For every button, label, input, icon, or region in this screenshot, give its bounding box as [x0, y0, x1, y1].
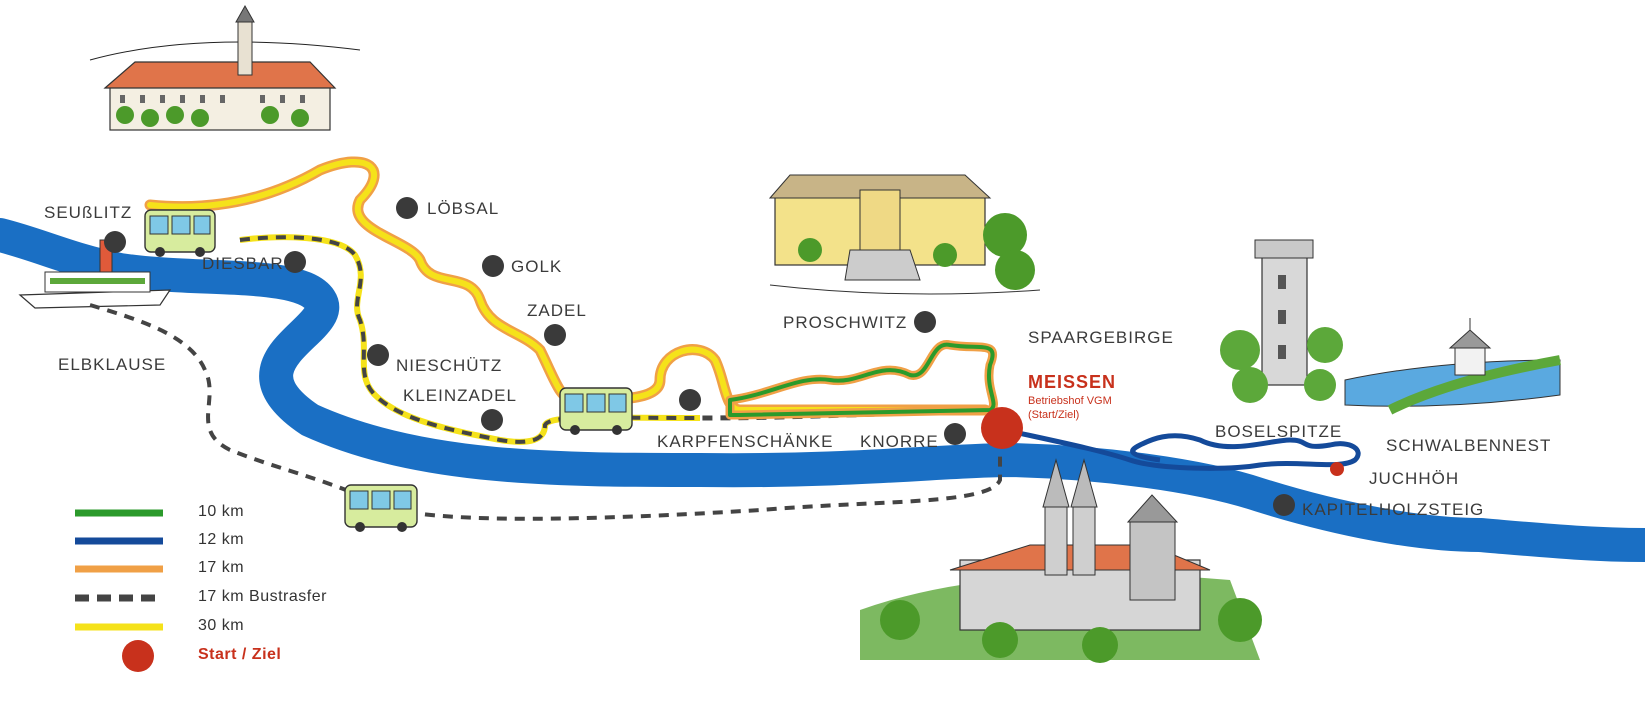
label-diesbar: DIESBAR — [202, 254, 284, 273]
cathedral-icon — [860, 458, 1262, 663]
palace-icon — [768, 174, 1041, 295]
label-loebsal: LÖBSAL — [427, 199, 500, 218]
label-spaargebirge: SPAARGEBIRGE — [1028, 328, 1174, 347]
bus-icon — [144, 209, 216, 257]
label-seusslitz: SEUßLITZ — [44, 203, 133, 222]
label-golk: GOLK — [511, 257, 563, 276]
marker-knorre — [944, 423, 966, 445]
legend-item-10km: 10 km — [198, 503, 245, 520]
marker-diesbar — [284, 251, 306, 273]
label-kleinzadel: KLEINZADEL — [403, 386, 517, 405]
marker-proschwitz — [914, 311, 936, 333]
chapel-icon — [1344, 318, 1561, 415]
marker-kapitelholzsteig — [1273, 494, 1295, 516]
legend-swatches — [75, 509, 163, 672]
route-12km — [1004, 427, 1361, 471]
label-kapitelholzsteig: KAPITELHOLZSTEIG — [1302, 500, 1485, 519]
bus-icon — [344, 484, 418, 532]
route-10km — [725, 340, 998, 420]
marker-seusslitz — [104, 231, 126, 253]
label-elbklause: ELBKLAUSE — [58, 355, 167, 374]
legend-item-start: Start / Ziel — [198, 646, 282, 663]
label-meissen-start: (Start/Ziel) — [1028, 409, 1080, 421]
label-proschwitz: PROSCHWITZ — [783, 313, 908, 332]
label-juchhoeh: JUCHHÖH — [1369, 469, 1460, 488]
label-meissen-depot: Betriebshof VGM — [1028, 395, 1112, 407]
label-meissen: MEISSEN — [1028, 372, 1117, 392]
location-markers — [104, 197, 1295, 516]
castle-icon — [89, 4, 361, 131]
bus-icon — [559, 387, 633, 435]
legend-item-17km: 17 km — [198, 559, 245, 576]
label-knorre: KNORRE — [860, 432, 939, 451]
marker-kleinzadel — [481, 409, 503, 431]
label-boselspitze: BOSELSPITZE — [1215, 422, 1343, 441]
elbe-river — [0, 218, 1645, 562]
tower-icon — [1220, 239, 1343, 403]
marker-karpfenschaenke — [679, 389, 701, 411]
legend-item-bus-transfer: 17 km Bustrasfer — [198, 588, 327, 605]
legend-item-12km: 12 km — [198, 531, 245, 548]
marker-zadel — [544, 324, 566, 346]
start-marker-meissen — [981, 407, 1023, 449]
label-schwalbennest: SCHWALBENNEST — [1386, 436, 1552, 455]
marker-nieschuetz — [367, 344, 389, 366]
marker-loebsal — [396, 197, 418, 219]
marker-juchhoeh — [1330, 462, 1344, 476]
label-nieschuetz: NIESCHÜTZ — [396, 356, 503, 375]
legend-item-30km: 30 km — [198, 617, 245, 634]
steamboat-icon — [18, 239, 172, 309]
marker-golk — [482, 255, 504, 277]
label-zadel: ZADEL — [527, 301, 587, 320]
label-karpfenschaenke: KARPFENSCHÄNKE — [657, 432, 834, 451]
